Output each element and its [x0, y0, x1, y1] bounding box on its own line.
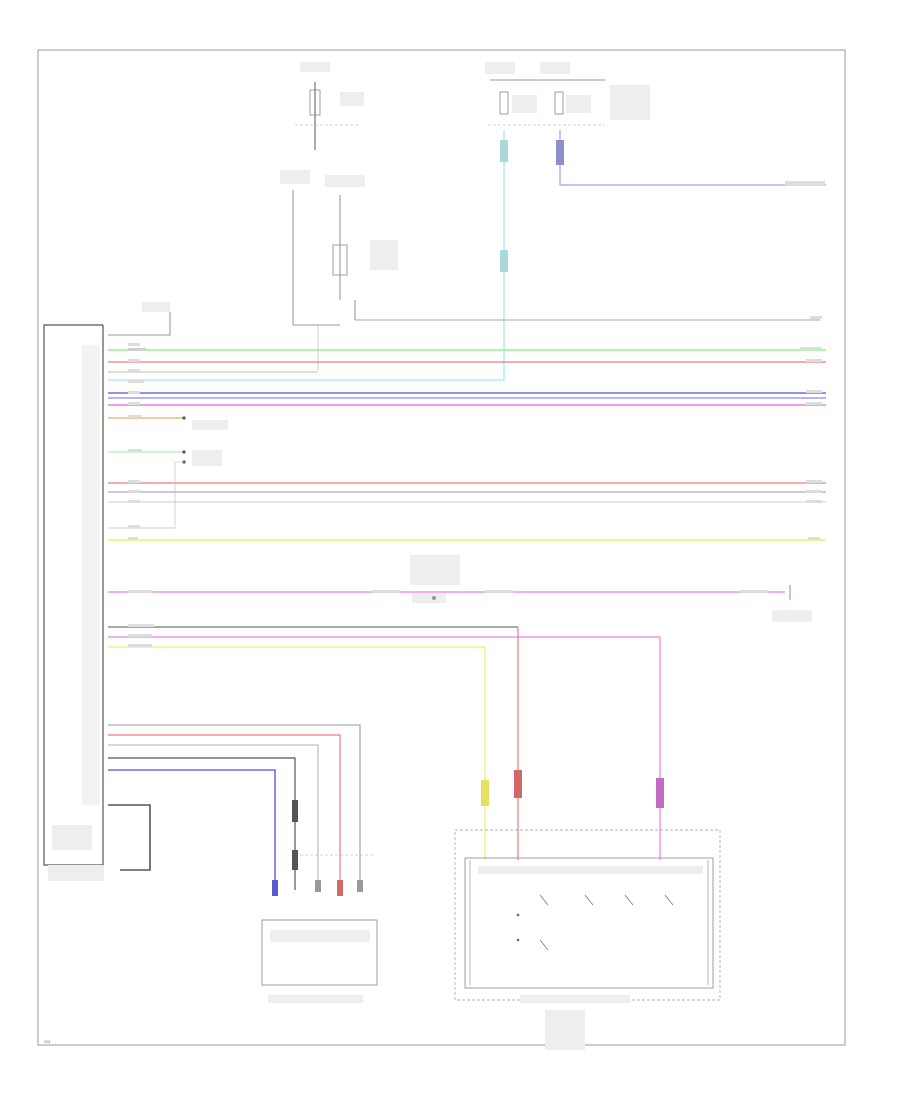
inline-sensor — [410, 555, 812, 622]
fuse-block-left — [280, 62, 820, 370]
connector-markers — [174, 416, 228, 528]
control-unit-connector — [43, 302, 171, 866]
wire-tags-right — [372, 316, 822, 593]
fuse-block-right — [108, 62, 826, 381]
harness-wires — [108, 349, 826, 648]
footer-code: G01 — [44, 1040, 51, 1044]
ground-symbol — [48, 804, 151, 881]
wire-tags-left — [128, 343, 154, 647]
steering-pad-switch — [454, 627, 721, 1050]
steering-angle-sensor — [108, 724, 378, 1003]
diagram-frame — [37, 49, 846, 1046]
